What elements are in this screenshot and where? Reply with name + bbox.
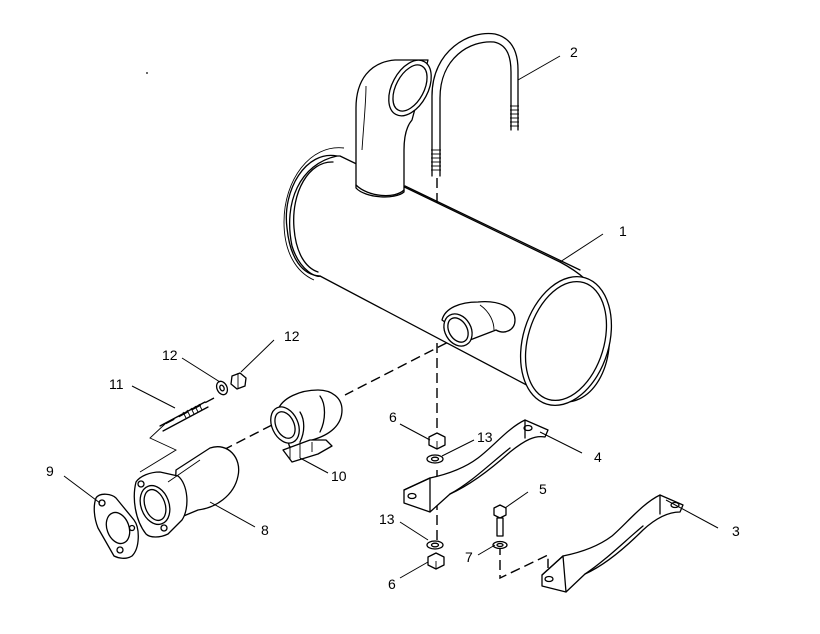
- leader-6b: [399, 561, 429, 579]
- upper-bracket: [403, 419, 549, 513]
- leader-lines: [63, 55, 719, 579]
- leader-10: [299, 457, 329, 474]
- leader-3: [665, 499, 719, 529]
- muffler-side-outlet: [441, 301, 516, 347]
- callout-1: 1: [619, 223, 627, 239]
- washer-lower: [426, 540, 444, 550]
- muffler-inlet-pipe: [355, 59, 432, 198]
- leader-13a: [441, 439, 475, 457]
- bolt-assembly-axis: [499, 545, 549, 580]
- threaded-stud: [159, 401, 209, 432]
- callout-6a: 6: [389, 409, 397, 425]
- callout-8: 8: [261, 522, 269, 538]
- stud-washer: [215, 380, 229, 396]
- stray-dot: [146, 72, 148, 74]
- callout-11: 11: [109, 376, 124, 392]
- stud-nut: [230, 372, 247, 390]
- nut-upper: [428, 432, 446, 450]
- washer-upper: [426, 454, 444, 464]
- callout-13b: 13: [379, 511, 395, 527]
- callout-12a: 12: [162, 347, 178, 363]
- leader-6a: [399, 423, 431, 441]
- callout-10: 10: [331, 468, 347, 484]
- lock-washer: [492, 540, 508, 550]
- leader-1: [559, 233, 604, 263]
- callout-13a: 13: [477, 429, 493, 445]
- assembly-axis-lines: [139, 178, 549, 580]
- muffler-body: [283, 147, 613, 407]
- callout-labels: 1 2 3 4 5 6 6 7 8 9 10 11 12 12 13 13: [46, 44, 740, 592]
- leader-5: [504, 491, 529, 509]
- u-bolt: [431, 32, 519, 177]
- nut-lower: [427, 552, 445, 570]
- leader-4: [539, 431, 583, 454]
- callout-9: 9: [46, 463, 54, 479]
- callout-4: 4: [594, 449, 602, 465]
- pipe-clamp: [270, 389, 343, 463]
- hex-bolt: [493, 504, 507, 537]
- callout-7: 7: [465, 549, 473, 565]
- leader-13b: [399, 521, 429, 541]
- callout-5: 5: [539, 481, 547, 497]
- flange-gasket: [93, 493, 139, 559]
- leader-2: [517, 55, 561, 81]
- stud-axis-jog: [139, 423, 177, 473]
- leader-9: [63, 475, 101, 504]
- callout-2: 2: [570, 44, 578, 60]
- leader-8: [209, 501, 256, 528]
- leader-7: [477, 544, 496, 556]
- callout-6b: 6: [388, 576, 396, 592]
- leader-11: [131, 385, 176, 409]
- leader-12b: [240, 339, 275, 373]
- callout-3: 3: [732, 523, 740, 539]
- flanged-pipe: [133, 446, 240, 538]
- lower-bracket: [541, 494, 684, 593]
- outlet-assembly-axis: [344, 335, 461, 396]
- callout-12b: 12: [284, 328, 300, 344]
- leader-12a: [181, 357, 221, 383]
